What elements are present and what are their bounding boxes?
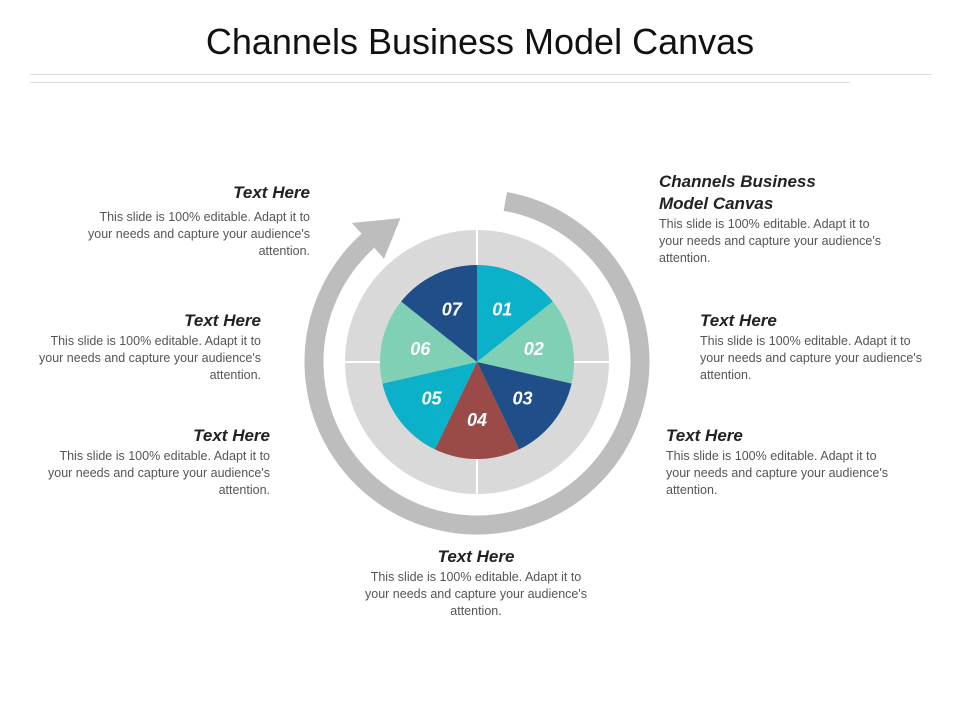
segment-label-03: 03 xyxy=(512,388,532,408)
text-block-top-left: Text Here This slide is 100% editable. A… xyxy=(80,182,310,260)
text-block-body: This slide is 100% editable. Adapt it to… xyxy=(88,210,310,258)
slide-title: Channels Business Model Canvas xyxy=(205,21,755,62)
pie-segments: 01 02 03 04 05 06 07 xyxy=(380,265,574,459)
text-block-body: This slide is 100% editable. Adapt it to… xyxy=(700,334,922,382)
pie-segment-02 xyxy=(477,301,574,384)
segment-label-01: 01 xyxy=(492,300,512,320)
pie-segment-03 xyxy=(477,362,572,450)
text-block-title: Text Here xyxy=(700,311,777,330)
text-block-body: This slide is 100% editable. Adapt it to… xyxy=(48,449,270,497)
segment-label-06: 06 xyxy=(410,339,431,359)
text-block-lower-right: Text Here This slide is 100% editable. A… xyxy=(666,425,896,499)
text-block-body: This slide is 100% editable. Adapt it to… xyxy=(39,334,261,382)
cycle-arrow-head xyxy=(351,218,401,259)
text-block-title: Channels Business Model Canvas xyxy=(659,172,816,213)
text-block-top-right: Channels Business Model Canvas This slid… xyxy=(659,171,899,267)
segment-label-02: 02 xyxy=(524,339,544,359)
segment-label-05: 05 xyxy=(421,388,442,408)
text-block-title: Text Here xyxy=(437,547,515,566)
text-block-body: This slide is 100% editable. Adapt it to… xyxy=(659,217,881,265)
text-block-mid-right: Text Here This slide is 100% editable. A… xyxy=(700,310,930,384)
title-rule-top xyxy=(30,74,932,75)
pie-segment-07 xyxy=(401,265,477,362)
segment-label-07: 07 xyxy=(442,300,463,320)
pie-segment-06 xyxy=(380,301,477,384)
text-block-lower-left: Text Here This slide is 100% editable. A… xyxy=(40,425,270,499)
text-block-title: Text Here xyxy=(233,183,310,202)
text-block-body: This slide is 100% editable. Adapt it to… xyxy=(365,570,587,618)
cycle-ring-arc xyxy=(304,192,650,535)
text-block-title: Text Here xyxy=(666,426,743,445)
pie-segment-04 xyxy=(434,362,520,459)
pie-segment-05 xyxy=(382,362,477,450)
segment-label-04: 04 xyxy=(467,410,487,430)
text-block-body: This slide is 100% editable. Adapt it to… xyxy=(666,449,888,497)
text-block-title: Text Here xyxy=(184,311,261,330)
text-block-mid-left: Text Here This slide is 100% editable. A… xyxy=(31,310,261,384)
pie-segment-01 xyxy=(477,265,553,362)
title-rule-bottom xyxy=(30,82,850,83)
text-block-title: Text Here xyxy=(193,426,270,445)
text-block-bottom: Text Here This slide is 100% editable. A… xyxy=(361,546,591,620)
